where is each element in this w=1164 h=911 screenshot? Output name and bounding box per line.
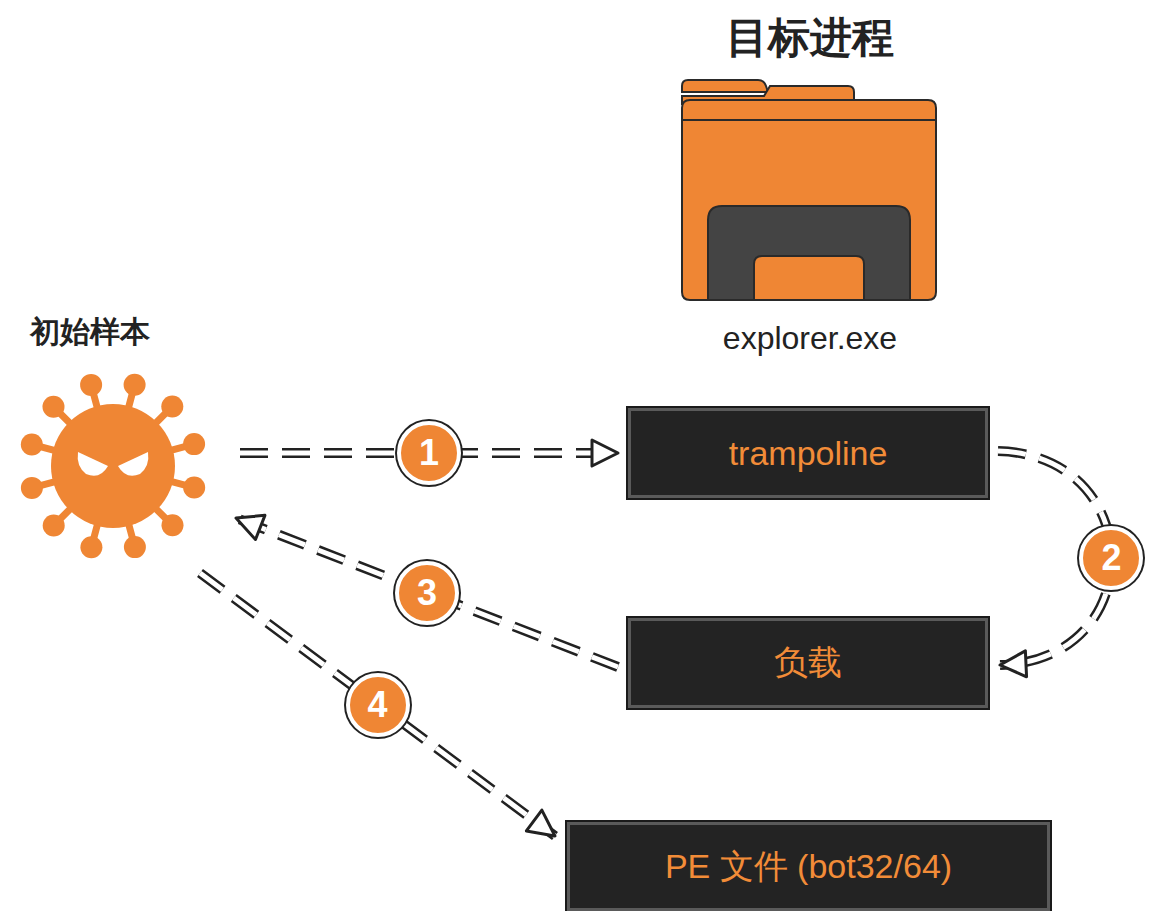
- callout-text: 4: [367, 684, 387, 726]
- folder-node: 目标进程 explorer.exe: [660, 2, 960, 364]
- callout-number: 1: [397, 421, 461, 485]
- callout-text: 1: [419, 432, 439, 474]
- process-name: explorer.exe: [660, 320, 960, 357]
- arrow-head: [236, 515, 265, 539]
- box-label: 负载: [774, 640, 842, 686]
- process-box: PE 文件 (bot32/64): [567, 822, 1050, 911]
- arrow-head: [526, 810, 555, 836]
- folder-icon: [678, 78, 940, 304]
- arrow-head: [592, 440, 618, 466]
- node-heading: 初始样本: [30, 312, 232, 353]
- process-box: trampoline: [628, 408, 988, 498]
- box-label: PE 文件 (bot32/64): [665, 844, 952, 890]
- virus-node: 初始样本: [8, 312, 232, 567]
- callout-number: 2: [1079, 526, 1143, 590]
- callout-text: 2: [1101, 537, 1121, 579]
- dashed-connector: [200, 573, 555, 836]
- node-heading: 目标进程: [660, 10, 960, 66]
- arrow-head: [1000, 651, 1027, 677]
- box-label: trampoline: [729, 434, 888, 473]
- process-box: 负载: [628, 618, 988, 708]
- callout-text: 3: [417, 572, 437, 614]
- callout-number: 3: [395, 561, 459, 625]
- callout-number: 4: [346, 673, 410, 737]
- virus-icon: [8, 370, 232, 570]
- dashed-connector: [236, 515, 618, 667]
